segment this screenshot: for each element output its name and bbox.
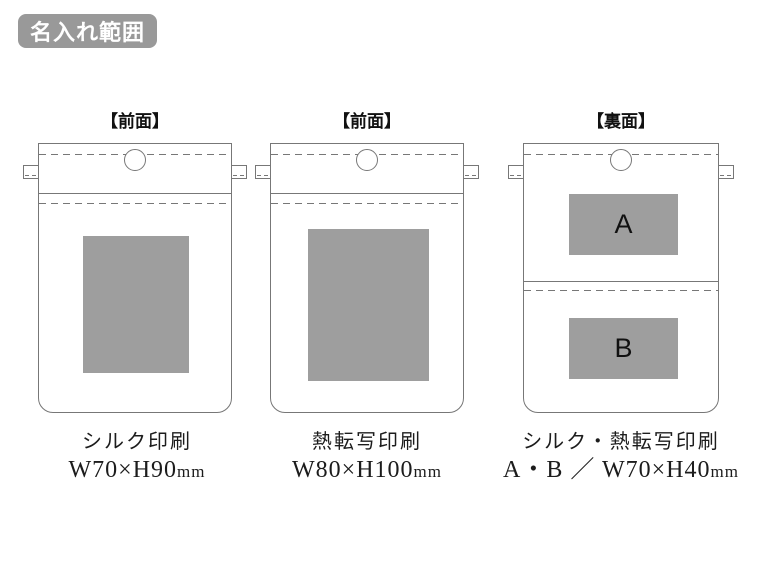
- stitch-line: [271, 203, 463, 204]
- seam-line: [39, 193, 231, 194]
- print-method-label: シルク印刷: [82, 431, 192, 453]
- print-area-front-thermal: [308, 229, 429, 381]
- drawstring-tab: [463, 165, 479, 179]
- print-area-front-silk: [83, 236, 189, 373]
- print-size-label: W80×H100mm: [237, 456, 497, 486]
- drawstring-hole-icon: [356, 149, 378, 171]
- drawstring-tab: [255, 165, 271, 179]
- caption-front-silk: シルク印刷 W70×H90mm: [7, 428, 267, 486]
- size-value: W70×H90: [68, 457, 178, 483]
- pouch-front-silk: [38, 143, 232, 413]
- pouch-back: A B: [523, 143, 719, 413]
- print-size-label: A・B ／ W70×H40mm: [491, 456, 751, 486]
- size-value: W80×H100: [292, 457, 414, 483]
- pouch-front-thermal: [270, 143, 464, 413]
- drawstring-hole-icon: [610, 149, 632, 171]
- seam-line: [271, 193, 463, 194]
- caption-front-thermal: 熱転写印刷 W80×H100mm: [237, 428, 497, 486]
- size-unit: mm: [413, 462, 442, 481]
- size-unit: mm: [710, 462, 739, 481]
- print-method-label: シルク・熱転写印刷: [522, 431, 720, 453]
- drawstring-hole-icon: [124, 149, 146, 171]
- face-label-front-1: 【前面】: [101, 112, 169, 131]
- print-area-back-b: B: [569, 318, 678, 379]
- stitch-line: [39, 203, 231, 204]
- drawstring-tab: [23, 165, 39, 179]
- drawstring-tab: [231, 165, 247, 179]
- title-badge: 名入れ範囲: [18, 14, 157, 48]
- face-label-back: 【裏面】: [587, 112, 655, 131]
- print-method-label: 熱転写印刷: [312, 431, 422, 453]
- print-area-back-a: A: [569, 194, 678, 255]
- stitch-line: [524, 290, 718, 291]
- caption-back: シルク・熱転写印刷 A・B ／ W70×H40mm: [491, 428, 751, 486]
- seam-line: [524, 281, 718, 282]
- drawstring-tab: [718, 165, 734, 179]
- drawstring-tab: [508, 165, 524, 179]
- size-value: A・B ／ W70×H40: [503, 457, 711, 483]
- face-label-front-2: 【前面】: [333, 112, 401, 131]
- size-unit: mm: [177, 462, 206, 481]
- print-size-label: W70×H90mm: [7, 456, 267, 486]
